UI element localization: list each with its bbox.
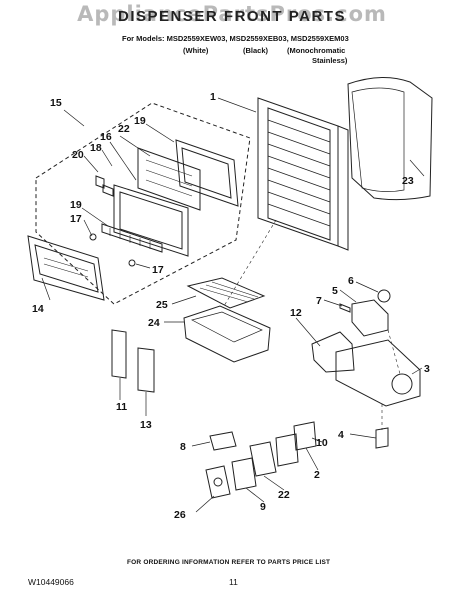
callout-14: 14 [32, 303, 44, 315]
callout-26: 25 [156, 299, 168, 311]
part-17-screw-a [89, 233, 97, 241]
model-list: For Models: MSD2559XEW03, MSD2559XEB03, … [122, 34, 349, 43]
part-8-bracket [209, 431, 237, 451]
callout-15: 15 [50, 97, 62, 109]
assembly-dashed-box [35, 102, 251, 305]
callout-8: 8 [180, 441, 186, 453]
callout-23: 22 [278, 489, 290, 501]
callout-11: 11 [116, 401, 127, 413]
callout-22: 22 [118, 123, 130, 135]
callout-20: 19 [134, 115, 146, 127]
part-20-housing [175, 139, 239, 207]
part-7-screw [339, 303, 351, 313]
part-1-dispenser-housing [257, 97, 349, 251]
callout-24: 23 [402, 175, 414, 187]
part-21-clip [95, 175, 105, 189]
callout-6: 6 [348, 275, 354, 287]
callout-17b: 17 [152, 264, 164, 276]
variant-monochromatic: (Monochromatic [287, 46, 346, 55]
callout-10: 10 [316, 437, 328, 449]
callout-5: 5 [332, 285, 338, 297]
part-18-spring [102, 184, 114, 197]
document-number: W10449066 [28, 577, 74, 587]
page-title: DISPENSER FRONT PARTS [118, 8, 346, 25]
part-11-pad [111, 329, 127, 379]
part-26-grille [186, 277, 266, 309]
leader-lines [41, 97, 425, 513]
part-3-motor-housing [335, 339, 421, 407]
callout-16: 16 [100, 131, 112, 143]
part-22-circuit-board [137, 147, 201, 211]
callout-4: 4 [338, 429, 344, 441]
variant-black: (Black) [243, 46, 269, 55]
part-10-flap [293, 421, 317, 451]
part-2-flap [275, 433, 299, 467]
part-27-dial [205, 465, 231, 499]
part-12-chute [311, 331, 355, 373]
watermark: AppliancePartsPros.com [77, 2, 387, 26]
ordering-info: FOR ORDERING INFORMATION REFER TO PARTS … [127, 559, 331, 566]
callout-3: 3 [424, 363, 430, 375]
callout-17a: 17 [70, 213, 82, 225]
page-number: 11 [229, 577, 238, 587]
callout-2: 2 [314, 469, 320, 481]
part-25-drip-tray [183, 305, 271, 363]
part-6-knob [377, 289, 391, 303]
part-13-pad [137, 347, 155, 393]
part-19-button-strip [101, 223, 163, 253]
callout-7: 7 [316, 295, 322, 307]
callout-25: 24 [148, 317, 160, 329]
variant-stainless: Stainless) [312, 56, 348, 65]
part-9-seal [231, 457, 257, 491]
callout-12: 12 [290, 307, 302, 319]
part-17-screw-b [128, 259, 136, 267]
callout-1: 1 [210, 91, 216, 103]
callout-18: 18 [90, 142, 102, 154]
callout-13: 13 [140, 419, 152, 431]
callout-19: 19 [70, 199, 82, 211]
part-4-connector [375, 427, 389, 449]
callout-27: 26 [174, 509, 186, 521]
part-24-liner-panel [347, 76, 433, 201]
part-16-frame [113, 184, 189, 257]
callout-9: 9 [260, 501, 266, 513]
part-14-bezel [27, 235, 105, 301]
part-23-gasket [249, 441, 277, 477]
variant-white: (White) [183, 46, 209, 55]
callout-numbers: 15 1 19 22 16 18 20 19 17 17 14 23 25 24… [32, 91, 430, 521]
part-5-switch [351, 299, 389, 337]
assembly-dashed-lines [223, 219, 401, 430]
callout-21: 20 [72, 149, 84, 161]
